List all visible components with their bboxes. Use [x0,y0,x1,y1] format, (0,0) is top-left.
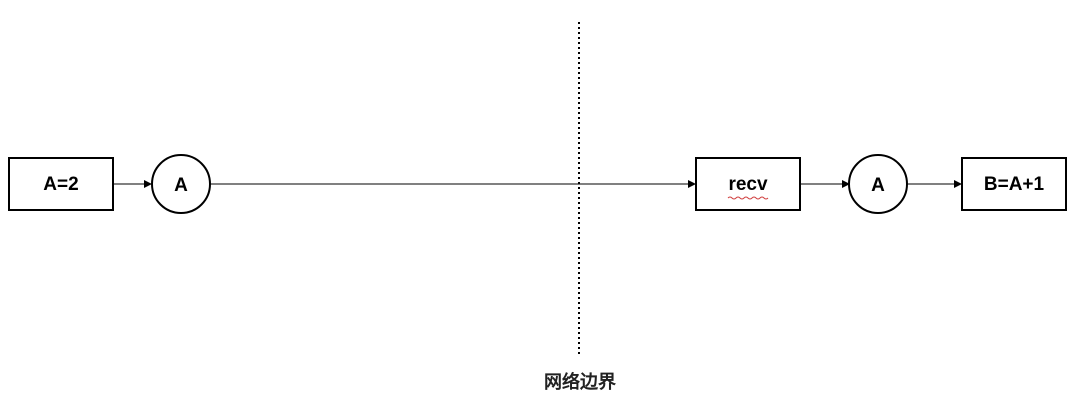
node-a-left-label: A [174,175,188,196]
node-a-left: A [151,154,211,214]
network-boundary-label: 网络边界 [544,371,616,393]
node-assign-b-label: B=A+1 [984,174,1045,195]
node-assign-a: A=2 [8,157,114,211]
node-a-right: A [848,154,908,214]
node-recv-label: recv [728,174,768,195]
node-a-right-label: A [871,175,885,196]
node-assign-b: B=A+1 [961,157,1067,211]
node-assign-a-label: A=2 [43,174,78,195]
spellcheck-underline [727,196,769,200]
node-recv: recv [695,157,801,211]
